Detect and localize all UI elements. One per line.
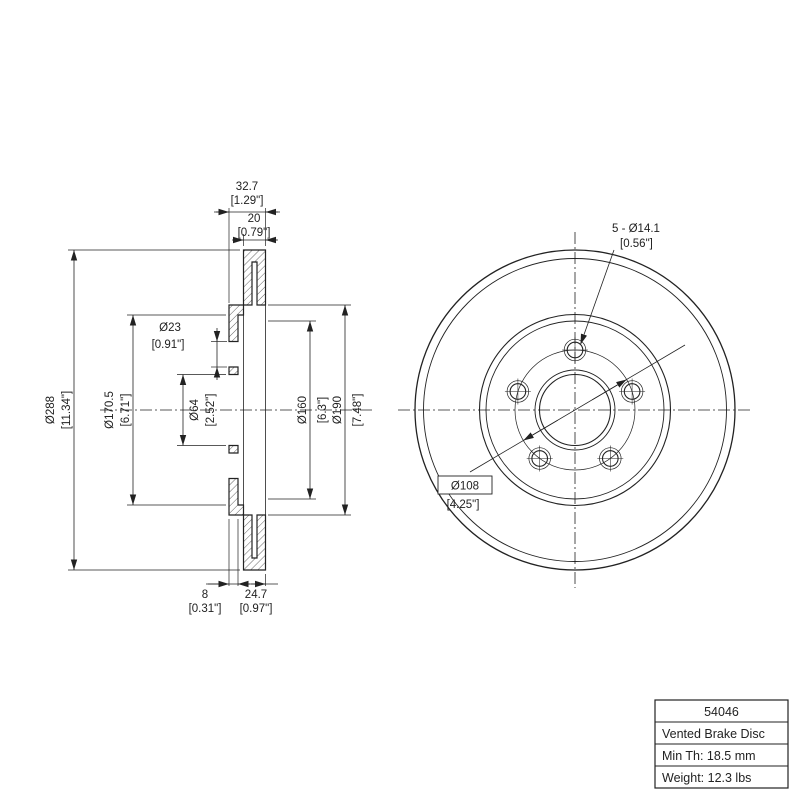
bolt-holes-label-in: [0.56"]	[620, 238, 653, 250]
dim-outer-diameter-mm: Ø288	[45, 396, 57, 424]
bolt-holes	[504, 337, 646, 472]
bolt-holes-callout: 5 - Ø14.1 [0.56"]	[580, 223, 660, 345]
title-block: 54046 Vented Brake Disc Min Th: 18.5 mm …	[654, 699, 789, 789]
dim-hat-diameter-in: [6.71"]	[120, 394, 132, 427]
bolt-hole	[597, 445, 624, 472]
title-block-row-lines	[655, 721, 788, 767]
product-name: Vented Brake Disc	[662, 727, 765, 741]
bolt-hole	[562, 337, 588, 363]
dim-hat-diameter-mm: Ø170.5	[104, 391, 116, 429]
section-geometry	[228, 249, 267, 571]
hat-flange-top-section	[228, 304, 245, 343]
dim-rotor-thickness-in: [0.79"]	[238, 227, 271, 239]
bolt-hole	[504, 378, 531, 405]
bolt-holes-label: 5 - Ø14.1	[612, 223, 660, 235]
front-view: 5 - Ø14.1 [0.56"] Ø108 [4.25"]	[398, 223, 752, 588]
center-bore-circle	[538, 373, 612, 447]
hat-outer-circle	[478, 313, 672, 507]
dim-hat-wall-mm: 8	[202, 589, 208, 601]
outer-chamfer-circle	[423, 258, 727, 562]
dim-hat-wall-in: [0.31"]	[189, 603, 222, 615]
dim-overall-width-in: [1.29"]	[231, 195, 264, 207]
part-number: 54046	[704, 705, 739, 719]
hat-flange-bottom-section	[228, 477, 245, 516]
friction-inner-circle	[485, 320, 665, 500]
bolt-circle-diameter-line	[469, 344, 686, 473]
dim-friction-inner-in: [7.48"]	[352, 394, 364, 427]
section-hidden-edges	[243, 305, 266, 515]
section-dimension-labels: 32.7 [1.29"] 20 [0.79"] Ø23 [0.91"] Ø288…	[45, 181, 364, 615]
bolt-hole	[526, 445, 553, 472]
bolt-hole	[619, 378, 646, 405]
disc-circles	[414, 249, 736, 571]
section-view: 32.7 [1.29"] 20 [0.79"] Ø23 [0.91"] Ø288…	[45, 181, 372, 615]
dim-outer-diameter-in: [11.34"]	[61, 391, 73, 429]
min-thickness: Min Th: 18.5 mm	[662, 749, 756, 763]
bolt-holes-leader-line	[580, 249, 615, 345]
bolt-circle-label-mm: Ø108	[451, 481, 479, 493]
dim-mounting-offset-in: [0.97"]	[240, 603, 273, 615]
dim-rotor-thickness-mm: 20	[248, 213, 261, 225]
bolt-circle-label-in: [4.25"]	[447, 499, 480, 511]
dim-pilot-hole-mm: Ø23	[159, 322, 181, 334]
section-dimension-lines	[70, 208, 349, 588]
dim-inner-diameter-in: [6.3"]	[317, 397, 329, 423]
hat-wall-lower-section	[228, 444, 239, 454]
weight: Weight: 12.3 lbs	[662, 771, 751, 785]
bolt-circle-callout: Ø108 [4.25"]	[437, 344, 686, 511]
dim-inner-diameter-mm: Ø160	[297, 396, 309, 424]
dim-mounting-offset-mm: 24.7	[245, 589, 267, 601]
dim-overall-width-mm: 32.7	[236, 181, 258, 193]
outer-diameter-circle	[414, 249, 736, 571]
dim-pilot-hole-in: [0.91"]	[152, 339, 185, 351]
bore-chamfer-circle	[534, 369, 616, 451]
dim-center-bore-mm: Ø64	[189, 399, 201, 421]
rotor-ring-top-section	[242, 249, 267, 306]
bolt-circle-label-box	[437, 475, 493, 495]
rotor-ring-bottom-section	[242, 514, 267, 571]
dim-center-bore-in: [2.52"]	[205, 394, 217, 427]
hat-wall-upper-section	[228, 366, 239, 376]
dim-friction-inner-mm: Ø190	[332, 396, 344, 424]
